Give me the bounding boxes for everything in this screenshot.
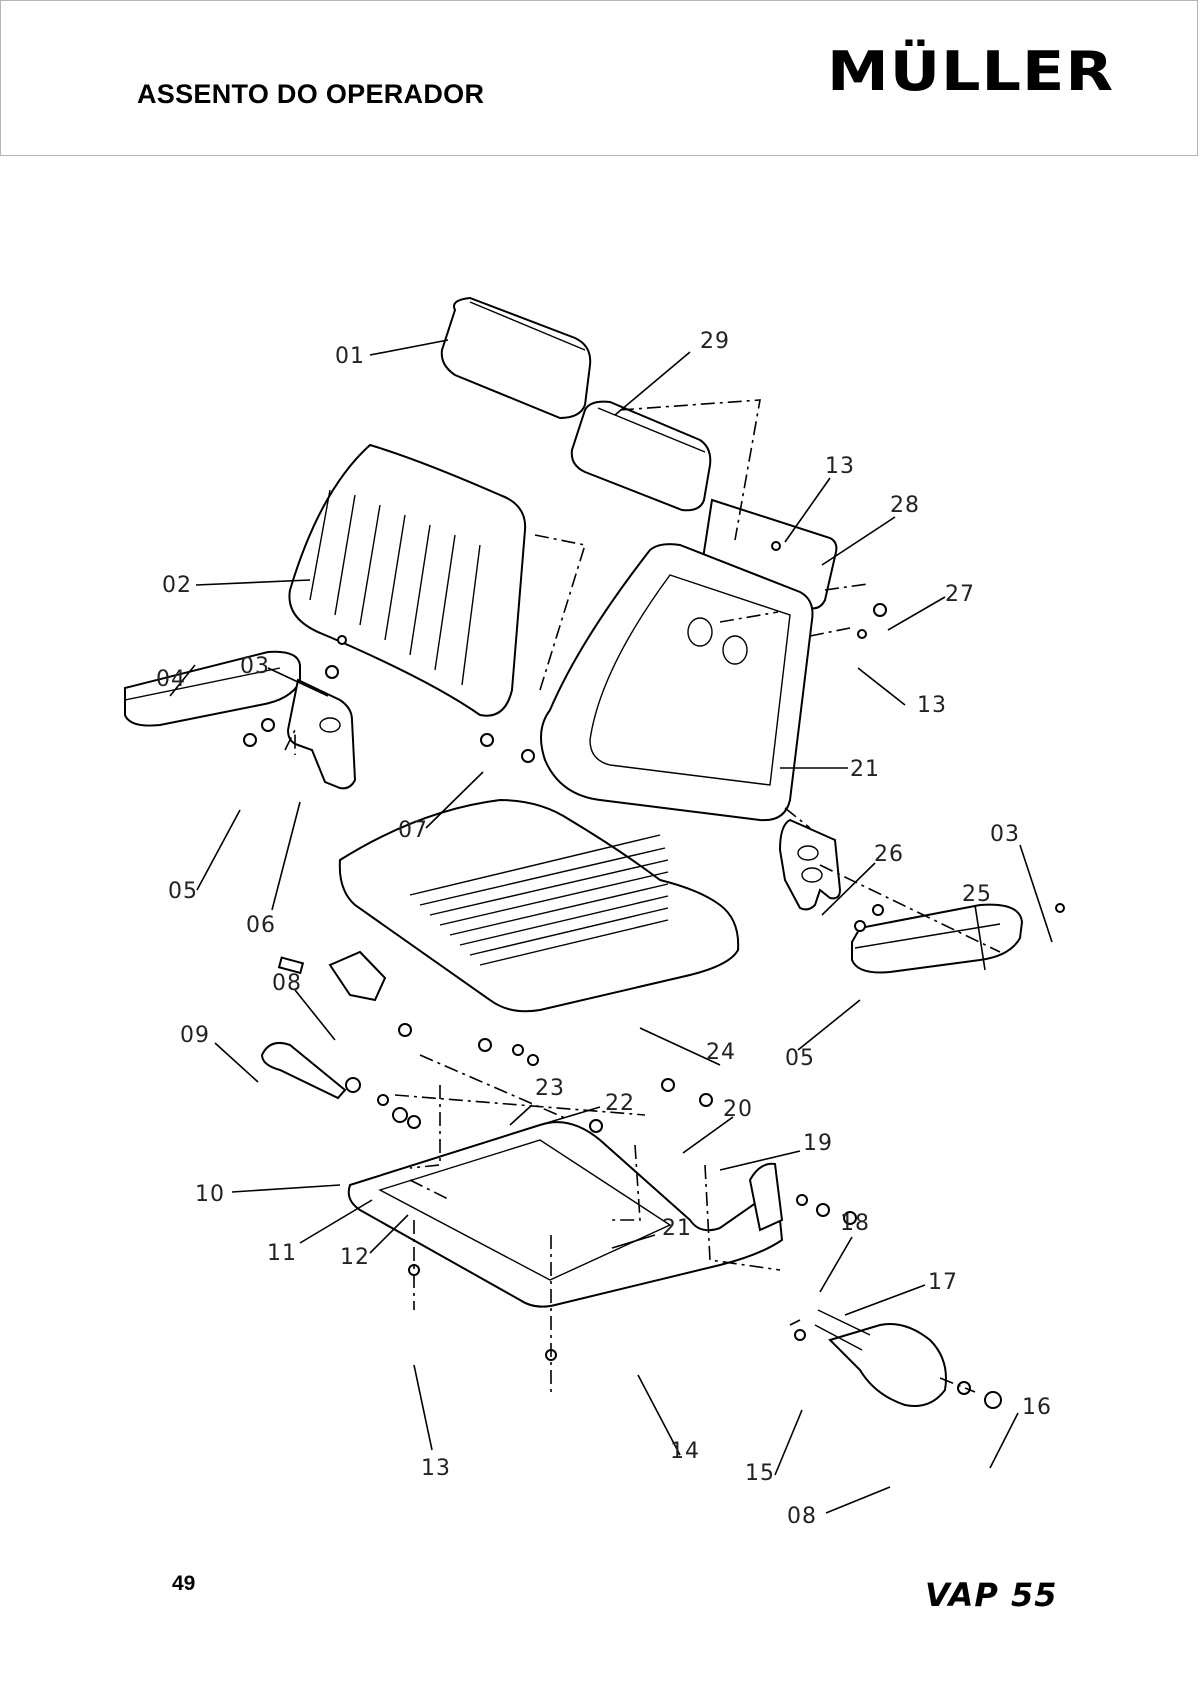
page-header: ASSENTO DO OPERADOR MÜLLER xyxy=(0,0,1198,156)
callout-08b: 08 xyxy=(787,1504,817,1529)
callout-01: 01 xyxy=(335,344,365,369)
assembly-lines xyxy=(284,399,1001,1395)
diagram-svg: 01 29 13 28 02 27 04 03 13 21 07 05 06 2… xyxy=(124,296,1065,1529)
part-seat-belt-latch xyxy=(277,950,387,1002)
callout-25: 25 xyxy=(962,882,992,907)
callout-08: 08 xyxy=(272,971,302,996)
callout-19: 19 xyxy=(803,1131,833,1156)
callout-27: 27 xyxy=(945,582,975,607)
callout-10: 10 xyxy=(195,1182,225,1207)
callout-labels: 01 29 13 28 02 27 04 03 13 21 07 05 06 2… xyxy=(156,329,1052,1529)
model-logo: VAP 55 xyxy=(925,1576,1058,1614)
callout-16: 16 xyxy=(1022,1395,1052,1420)
callout-26: 26 xyxy=(874,842,904,867)
callout-21b: 21 xyxy=(662,1216,692,1241)
page-title: ASSENTO DO OPERADOR xyxy=(137,79,485,109)
part-seat-cushion xyxy=(338,798,740,1013)
callout-14: 14 xyxy=(670,1439,700,1464)
part-seat-base xyxy=(347,1121,784,1308)
callout-17: 17 xyxy=(928,1270,958,1295)
callout-12: 12 xyxy=(340,1245,370,1270)
callout-05b: 05 xyxy=(785,1046,815,1071)
callout-22: 22 xyxy=(605,1091,635,1116)
part-headrest-support xyxy=(570,400,712,512)
callout-15: 15 xyxy=(745,1461,775,1486)
callout-21: 21 xyxy=(850,757,880,782)
callout-13c: 13 xyxy=(421,1456,451,1481)
brand-logo: MÜLLER xyxy=(827,39,1115,104)
part-headrest-pad xyxy=(440,296,592,420)
callout-11: 11 xyxy=(267,1241,297,1266)
callout-04: 04 xyxy=(156,667,186,692)
callout-03b: 03 xyxy=(990,822,1020,847)
callout-06: 06 xyxy=(246,913,276,938)
callout-13: 13 xyxy=(825,454,855,479)
part-seat-belt-tongue xyxy=(260,1042,347,1100)
callout-05: 05 xyxy=(168,879,198,904)
callout-02: 02 xyxy=(162,573,192,598)
callout-18: 18 xyxy=(840,1211,870,1236)
part-seat-belt-buckle xyxy=(814,1309,947,1407)
part-armrest-bracket-right xyxy=(778,818,842,911)
exploded-parts-diagram: 01 29 13 28 02 27 04 03 13 21 07 05 06 2… xyxy=(0,160,1200,1540)
callout-07: 07 xyxy=(398,818,428,843)
callout-28: 28 xyxy=(890,493,920,518)
page-number: 49 xyxy=(172,1572,196,1595)
callout-13b: 13 xyxy=(917,693,947,718)
part-armrest-bracket-left xyxy=(286,678,357,790)
part-backrest-frame xyxy=(540,543,814,822)
callout-03: 03 xyxy=(240,654,270,679)
part-armrest-right xyxy=(851,903,1024,974)
callout-20: 20 xyxy=(723,1097,753,1122)
part-backrest-cushion xyxy=(288,443,527,717)
part-armrest-left xyxy=(124,650,301,727)
callout-24: 24 xyxy=(706,1040,736,1065)
callout-29: 29 xyxy=(700,329,730,354)
callout-09: 09 xyxy=(180,1023,210,1048)
callout-23: 23 xyxy=(535,1076,565,1101)
